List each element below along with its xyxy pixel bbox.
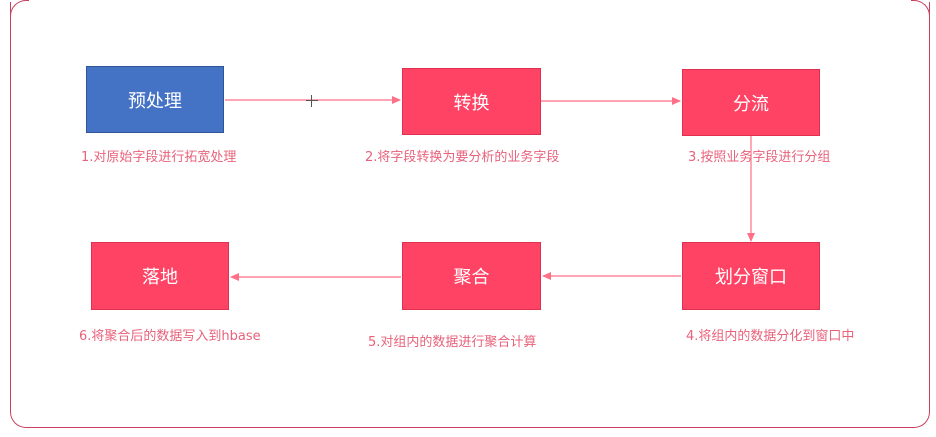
node-transform: 转换 (402, 68, 541, 135)
caption-preprocess: 1.对原始字段进行拓宽处理 (81, 150, 237, 165)
node-aggregate-label: 聚合 (453, 267, 490, 288)
node-split-label: 分流 (733, 93, 769, 115)
caption-aggregate: 5.对组内的数据进行聚合计算 (368, 335, 537, 350)
caption-split: 3.按照业务字段进行分组 (688, 150, 831, 165)
node-window-label: 划分窗口 (715, 267, 787, 288)
caption-window: 4.将组内的数据分化到窗口中 (686, 329, 855, 344)
node-preprocess: 预处理 (86, 66, 224, 133)
node-sink: 落地 (91, 242, 229, 310)
diagram-frame (10, 2, 930, 428)
move-cursor-icon (306, 95, 318, 107)
node-aggregate: 聚合 (402, 242, 541, 310)
caption-transform: 2.将字段转换为要分析的业务字段 (365, 150, 560, 165)
caption-sink: 6.将聚合后的数据写入到hbase (79, 329, 261, 344)
node-window: 划分窗口 (682, 242, 820, 310)
node-sink-label: 落地 (142, 267, 178, 288)
node-transform-label: 转换 (453, 92, 490, 114)
node-preprocess-label: 预处理 (128, 90, 182, 112)
node-split: 分流 (682, 69, 820, 136)
